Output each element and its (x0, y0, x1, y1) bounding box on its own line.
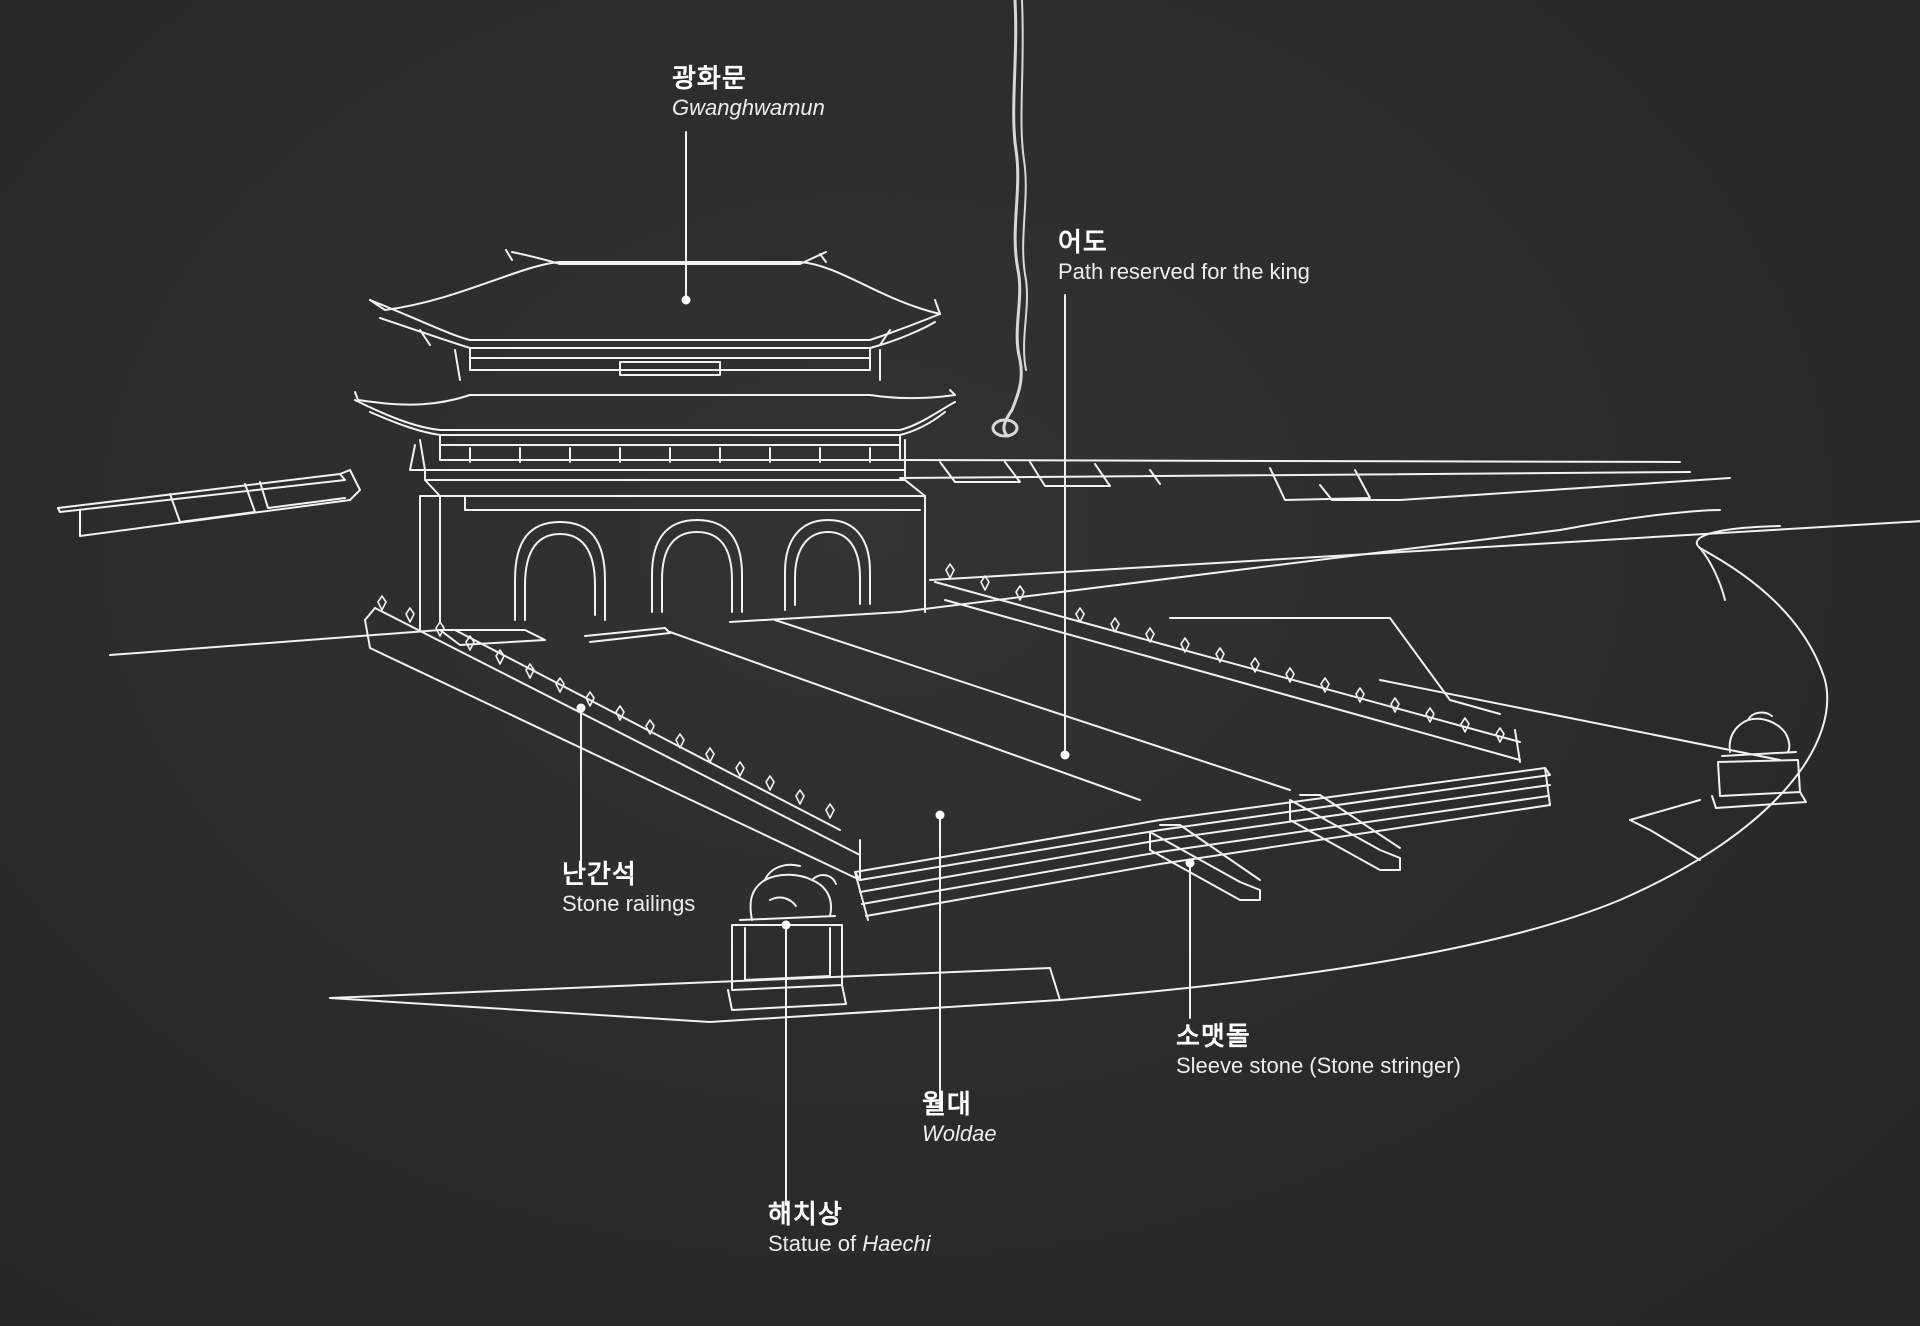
label-gwanghwamun-en: Gwanghwamun (672, 95, 825, 121)
fortress-wall-left (57, 469, 361, 537)
label-eodo-en: Path reserved for the king (1058, 259, 1310, 285)
ground-outline (329, 525, 1829, 1023)
label-nanganseok-ko: 난간석 (562, 860, 637, 890)
label-somaetdol: 소맷돌 Sleeve stone (Stone stringer) (1176, 1022, 1461, 1080)
label-gwanghwamun: 광화문 Gwanghwamun (672, 64, 825, 122)
sleeve-stones (1149, 794, 1401, 901)
label-haechisang-en-prefix: Statue of (768, 1231, 863, 1257)
fortress-wall-right (897, 459, 1731, 501)
label-woldae: 월대 Woldae (922, 1090, 997, 1148)
label-eodo: 어도 Path reserved for the king (1058, 228, 1310, 286)
woldae-platform (109, 509, 1920, 861)
lower-roof (354, 389, 956, 471)
label-somaetdol-ko: 소맷돌 (1176, 1022, 1251, 1052)
front-steps (854, 767, 1551, 921)
leader-lines (580, 131, 1191, 1206)
label-dots (576, 295, 1195, 930)
label-haechisang-en-italic: Haechi (862, 1231, 931, 1257)
label-woldae-en: Woldae (922, 1121, 997, 1147)
label-gwanghwamun-ko: 광화문 (672, 64, 747, 94)
label-haechisang-en: Statue of Haechi (768, 1231, 931, 1257)
railing-left (364, 595, 861, 881)
label-haechisang-ko: 해치상 (768, 1200, 843, 1230)
label-eodo-ko: 어도 (1058, 228, 1108, 258)
label-woldae-ko: 월대 (922, 1090, 972, 1120)
label-somaetdol-en: Sleeve stone (Stone stringer) (1176, 1053, 1461, 1079)
haechi-statue-right (1711, 711, 1807, 809)
railing-right (934, 563, 1521, 763)
label-nanganseok: 난간석 Stone railings (562, 860, 695, 918)
label-haechisang: 해치상 Statue of Haechi (768, 1200, 931, 1258)
label-nanganseok-en: Stone railings (562, 891, 696, 917)
haechi-statue-left (727, 863, 847, 1011)
water-streak (991, 0, 1028, 438)
gate-base (419, 469, 926, 631)
upper-roof (369, 249, 941, 381)
